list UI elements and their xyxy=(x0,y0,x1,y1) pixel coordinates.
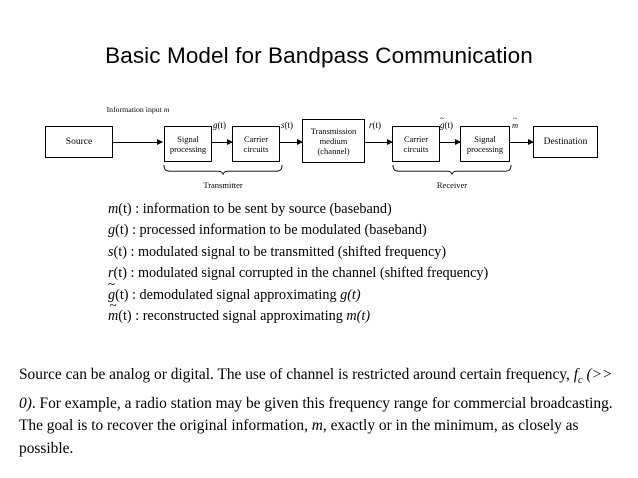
arrow-carrier-tx-to-channel xyxy=(280,139,303,145)
tilde-accent-icon: ~ xyxy=(440,113,445,123)
block-destination-label: Destination xyxy=(543,137,588,147)
definition-symbol: r(t) xyxy=(108,265,127,282)
definition-list: m(t) : information to be sent by source … xyxy=(108,199,578,327)
block-rx-signal-processing-line2: processing xyxy=(466,144,504,154)
paragraph-fc-symbol: fc xyxy=(573,366,583,387)
paragraph-part-1: Source can be analog or digital. The use… xyxy=(19,366,574,383)
block-diagram: Information input m Source Signal proces… xyxy=(0,0,638,200)
tilde-accent-icon: ~ xyxy=(109,296,117,312)
definition-text: information to be sent by source (baseba… xyxy=(142,201,392,217)
signal-label-r-t: r(t) xyxy=(369,120,381,130)
transmitter-label: Transmitter xyxy=(203,180,243,190)
block-transmission-medium-line3: (channel) xyxy=(317,146,350,156)
signal-label-m-tilde: ~m xyxy=(512,114,519,130)
block-tx-carrier-circuits-line1: Carrier xyxy=(243,134,269,144)
definition-colon: : xyxy=(131,308,143,325)
block-tx-carrier-circuits: Carrier circuits xyxy=(232,126,280,162)
signal-label-s-t-base: s xyxy=(281,120,285,130)
definition-item-m-tilde: ~m(t) : reconstructed signal approximati… xyxy=(108,296,578,327)
block-transmission-medium: Transmission medium (channel) xyxy=(302,119,365,163)
definition-text: modulated signal corrupted in the channe… xyxy=(137,265,489,282)
definition-item-g-tilde: ~g(t) : demodulated signal approximating… xyxy=(108,275,578,306)
signal-label-g-tilde-arg: (t) xyxy=(444,120,454,130)
definition-colon: : xyxy=(126,265,138,282)
definition-colon: : xyxy=(128,286,140,303)
block-rx-carrier-circuits: Carrier circuits xyxy=(392,126,440,162)
paragraph-fc-condition: (>> 0) xyxy=(19,366,613,412)
information-input-line3: m xyxy=(163,105,170,114)
arrow-carrier-rx-to-signal-processing xyxy=(440,139,461,145)
definition-item-r: r(t) : modulated signal corrupted in the… xyxy=(108,263,578,284)
definition-item-s: s(t) : modulated signal to be transmitte… xyxy=(108,242,578,263)
definition-colon: : xyxy=(128,222,140,239)
block-rx-carrier-circuits-line1: Carrier xyxy=(403,134,429,144)
definition-text: modulated signal to be transmitted (shif… xyxy=(137,243,447,260)
signal-label-m-tilde-base: ~m xyxy=(512,114,519,130)
information-input-label: Information input m xyxy=(104,105,172,114)
signal-label-r-t-base: r xyxy=(369,120,373,130)
block-rx-signal-processing: Signal processing xyxy=(460,126,510,162)
definition-symbol: s(t) xyxy=(108,243,127,260)
information-input-line1: Information xyxy=(106,105,144,114)
tilde-accent-icon: ~ xyxy=(108,275,116,291)
signal-label-r-t-arg: (t) xyxy=(372,120,382,130)
definition-symbol: m(t) xyxy=(108,201,132,217)
paragraph-part-3: , exactly or in the minimum, as closely … xyxy=(19,417,579,457)
block-transmission-medium-line1: Transmission xyxy=(310,126,357,136)
signal-label-g-t-base: g xyxy=(213,120,218,130)
block-source-label: Source xyxy=(65,137,93,147)
block-tx-signal-processing-line1: Signal xyxy=(177,134,199,144)
definition-symbol: ~g(t) xyxy=(108,275,129,303)
definition-text: reconstructed signal approximating xyxy=(142,308,347,325)
definition-text: processed information to be modulated (b… xyxy=(139,222,427,239)
information-input-line2: input xyxy=(145,105,162,114)
arrow-channel-to-carrier-rx xyxy=(365,139,393,145)
signal-label-g-tilde-t: ~g(t) xyxy=(440,113,454,130)
transmitter-brace xyxy=(163,165,283,175)
definition-text: demodulated signal approximating xyxy=(139,286,341,303)
definition-item-m: m(t) : information to be sent by source … xyxy=(108,199,578,220)
definition-symbol: g(t) xyxy=(108,222,129,239)
receiver-label: Receiver xyxy=(436,180,468,190)
block-destination: Destination xyxy=(533,126,598,158)
definition-colon: : xyxy=(126,243,138,260)
block-rx-signal-processing-line1: Signal xyxy=(474,134,496,144)
receiver-brace xyxy=(392,165,512,175)
signal-label-g-tilde-base: ~g xyxy=(440,113,445,130)
block-source: Source xyxy=(45,126,113,158)
page-title: Basic Model for Bandpass Communication xyxy=(105,43,533,68)
paragraph-m-symbol: m xyxy=(311,417,323,435)
definition-symbol: ~m(t) xyxy=(108,296,132,325)
paragraph-part-2: . For example, a radio station may be gi… xyxy=(19,394,613,435)
definition-text-emphasis: g(t) xyxy=(340,286,361,303)
signal-label-g-t-arg: (t) xyxy=(217,120,227,130)
definition-colon: : xyxy=(131,201,143,217)
signal-label-s-t-arg: (t) xyxy=(284,120,294,130)
arrow-source-to-signal-processing xyxy=(113,139,163,145)
definition-item-g: g(t) : processed information to be modul… xyxy=(108,220,578,241)
definition-text-emphasis: m(t) xyxy=(346,308,371,325)
arrow-signal-processing-to-carrier-tx xyxy=(212,139,233,145)
block-transmission-medium-line2: medium xyxy=(319,136,348,146)
block-tx-signal-processing: Signal processing xyxy=(164,126,212,162)
tilde-accent-icon: ~ xyxy=(512,114,518,124)
block-tx-carrier-circuits-line2: circuits xyxy=(243,144,269,154)
signal-label-g-t: g(t) xyxy=(213,120,226,130)
block-tx-signal-processing-line2: processing xyxy=(169,144,207,154)
block-rx-carrier-circuits-line2: circuits xyxy=(403,144,429,154)
body-paragraph: Source can be analog or digital. The use… xyxy=(19,364,623,460)
arrow-signal-processing-to-destination xyxy=(510,139,534,145)
signal-label-s-t: s(t) xyxy=(281,120,293,130)
